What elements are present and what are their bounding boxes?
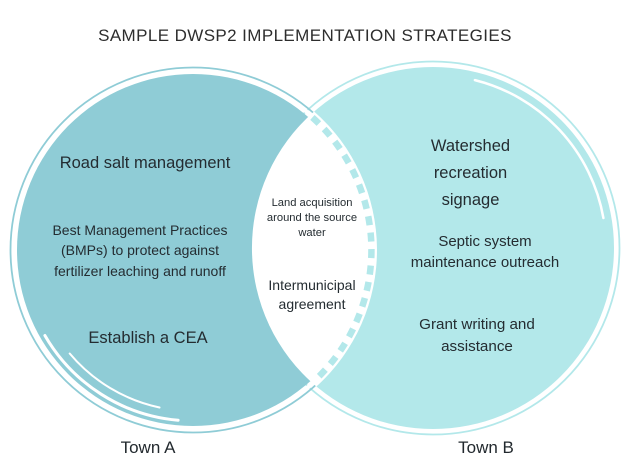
town-b-label: Town B	[458, 438, 514, 457]
overlap-dashed-edge	[310, 114, 375, 379]
diagram-title: SAMPLE DWSP2 IMPLEMENTATION STRATEGIES	[98, 26, 512, 45]
right-item-septic-outreach: Septic system maintenance outreach	[410, 233, 560, 271]
left-item-establish-cea: Establish a CEA	[88, 329, 208, 347]
town-a-inner-crescent-1	[43, 334, 180, 422]
venn-overlap-lens	[251, 111, 377, 387]
left-item-road-salt: Road salt management	[59, 154, 231, 172]
right-item-watershed-signage: Watershed recreation signage	[430, 137, 511, 210]
town-b-inner-crescent	[473, 78, 605, 220]
town-a-inner-crescent-2	[68, 352, 161, 409]
town-a-label: Town A	[120, 438, 176, 457]
overlap-item-land-acquisition: Land acquisition around the source water	[266, 197, 358, 239]
left-item-bmps: Best Management Practices (BMPs) to prot…	[52, 222, 228, 279]
right-item-grant-writing: Grant writing and assistance	[419, 316, 535, 355]
overlap-item-intermunicipal-agreement: Intermunicipal agreement	[268, 277, 356, 313]
